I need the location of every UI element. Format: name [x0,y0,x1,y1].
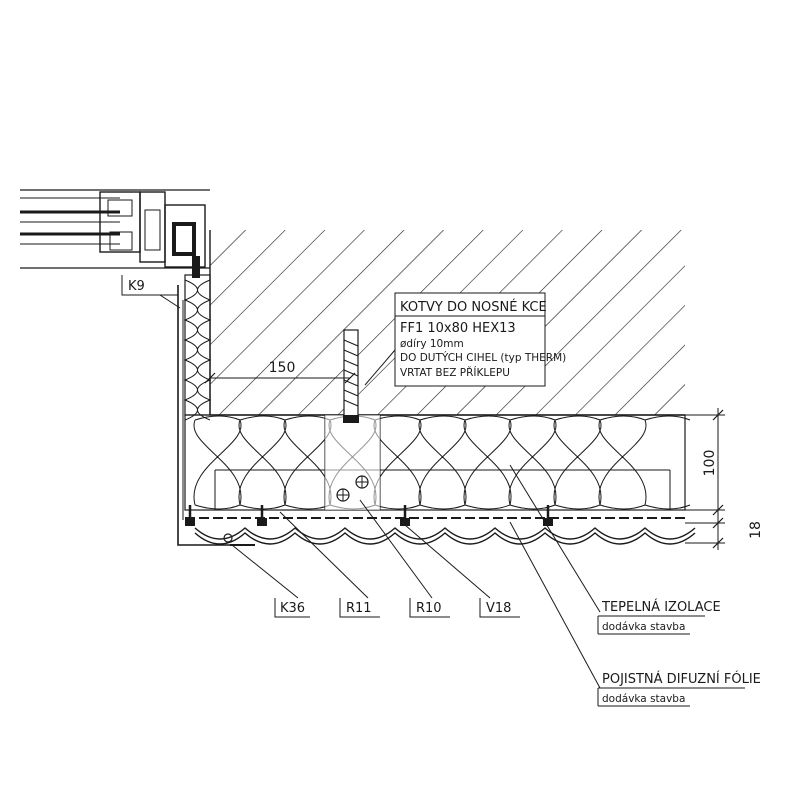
callout-r11-label: R11 [346,601,372,616]
dimension-vertical: 100 18 [685,408,764,550]
wall-anchor [336,329,369,502]
reveal-profile [177,285,250,546]
screw [257,505,267,526]
material-notes: TEPELNÁ IZOLACE dodávka stavba POJISTNÁ … [509,464,761,707]
corrugated-cladding [194,527,696,546]
screw [543,505,553,526]
callout-v18-label: V18 [486,601,511,616]
screw [185,505,195,526]
note-insulation-supply: dodávka stavba [602,621,685,633]
callout-k36-label: K36 [280,601,305,616]
bottom-callouts: K36 R11 R10 V18 [231,499,520,618]
callout-k9-label: K9 [128,279,145,294]
anchor-note-line4: VRTAT BEZ PŘÍKLEPU [400,366,510,379]
reveal-insulation [183,274,212,421]
dimension-18-label: 18 [748,521,764,539]
callout-r10-label: R10 [416,601,442,616]
dimension-100-label: 100 [702,450,718,477]
screw [400,505,410,526]
callout-k9: K9 [121,275,181,309]
note-insulation: TEPELNÁ IZOLACE [601,599,721,615]
anchor-note-line3: DO DUTÝCH CIHEL (typ THERM) [400,351,566,364]
anchor-note-line1: FF1 10x80 HEX13 [400,321,516,336]
anchor-note-title: KOTVY DO NOSNÉ KCE [400,299,547,315]
anchor-note-line2: ødíry 10mm [400,338,464,350]
cladding-screws [185,505,553,526]
note-foil-supply: dodávka stavba [602,693,685,705]
window-frame-profile [20,189,210,278]
dimension-150: 150 [204,360,356,384]
note-foil: POJISTNÁ DIFUZNÍ FÓLIE [602,671,761,687]
dimension-150-label: 150 [269,360,296,376]
facade-insulation [184,414,691,511]
anchor-note: KOTVY DO NOSNÉ KCE FF1 10x80 HEX13 ødíry… [364,292,566,387]
